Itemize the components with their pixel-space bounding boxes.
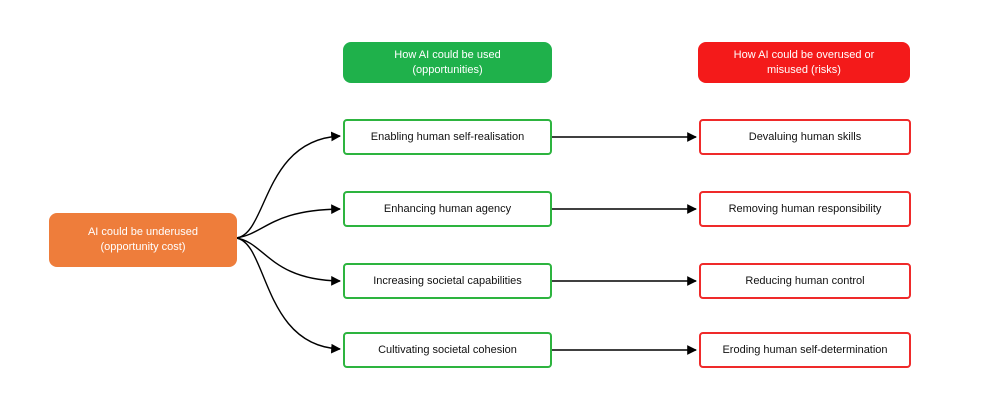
underuse-box-label: AI could be underused (opportunity cost) [87,226,199,253]
opportunity-box: Cultivating societal cohesion [343,332,552,368]
arrow-source-to-opportunity-4 [235,237,341,354]
risks-header: How AI could be overused or misused (ris… [698,42,910,83]
risk-box: Eroding human self-determination [699,332,911,368]
opportunity-label: Enhancing human agency [383,202,512,215]
risk-label: Reducing human control [745,274,865,287]
opportunity-label: Cultivating societal cohesion [378,343,517,356]
risk-label: Removing human responsibility [728,202,882,215]
opportunities-header: How AI could be used (opportunities) [343,42,552,83]
opportunity-box: Enabling human self-realisation [343,119,552,155]
risk-box: Removing human responsibility [699,191,911,227]
underuse-box: AI could be underused (opportunity cost) [49,213,237,267]
arrow-source-to-opportunity-2 [235,204,341,239]
risk-box: Devaluing human skills [699,119,911,155]
opportunity-label: Enabling human self-realisation [370,130,525,143]
opportunity-label: Increasing societal capabilities [373,274,522,287]
risks-header-label: How AI could be overused or misused (ris… [733,48,875,76]
opportunity-box: Enhancing human agency [343,191,552,227]
opportunity-box: Increasing societal capabilities [343,263,552,299]
risk-label: Eroding human self-determination [722,343,888,356]
opportunities-header-label: How AI could be used (opportunities) [394,48,501,76]
risk-label: Devaluing human skills [748,130,862,143]
arrow-source-to-opportunity-3 [235,237,341,286]
arrow-source-to-opportunity-1 [235,131,341,239]
risk-box: Reducing human control [699,263,911,299]
